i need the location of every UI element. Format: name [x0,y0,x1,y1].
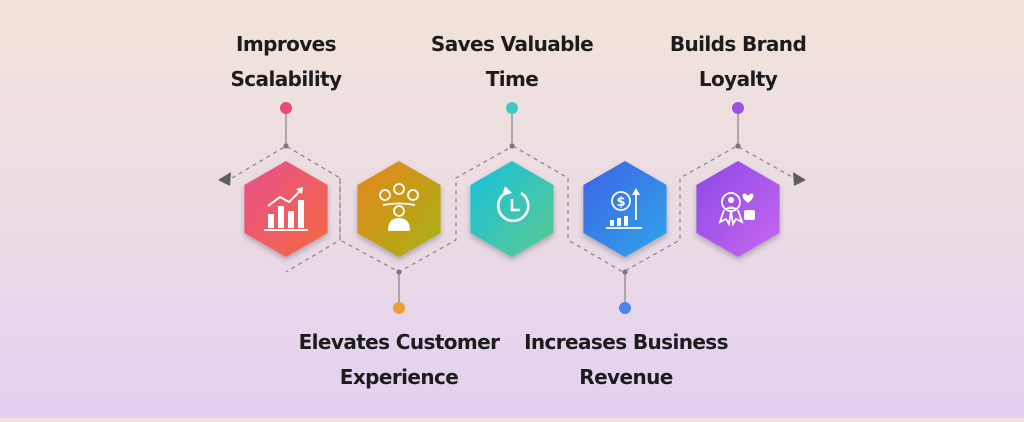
label-line: Revenue [579,365,673,389]
bar-chart-growth-icon [264,187,308,231]
left-arrowhead [218,172,231,186]
label-line: Improves [236,32,337,56]
label-line: Builds Brand [669,32,807,56]
stem-lines [285,113,739,302]
label-line: Saves Valuable [430,32,594,56]
label-line: Elevates Customer [298,330,500,354]
label-line: Scalability [230,67,343,91]
step-dot-saves-valuable-time [506,102,518,114]
step-dot-improves-scalability [280,102,292,114]
brand-loyalty-icon [718,192,755,227]
svg-text:$: $ [616,195,625,210]
label-improves-scalability: Improves Scalability [166,27,406,97]
hexagon-tile-customer-experience [357,161,441,257]
right-arrowhead [793,172,806,186]
stopwatch-icon [496,186,530,223]
label-increases-business-revenue: Increases Business Revenue [506,325,746,395]
step-dot-increases-business-revenue [619,302,631,314]
revenue-growth-icon: $ [606,188,642,229]
customer-feedback-icon [379,183,419,231]
label-line: Time [485,67,539,91]
label-line: Loyalty [698,67,778,91]
step-dot-builds-brand-loyalty [732,102,744,114]
label-line: Experience [339,365,459,389]
label-elevates-customer-experience: Elevates Customer Experience [279,325,519,395]
label-saves-valuable-time: Saves Valuable Time [392,27,632,97]
hexagon-tile-scalability [244,161,328,257]
dashed-connector-path [231,145,795,273]
label-builds-brand-loyalty: Builds Brand Loyalty [618,27,858,97]
joint-dots [283,143,741,275]
step-dot-elevates-customer-experience [393,302,405,314]
label-line: Increases Business [524,330,728,354]
